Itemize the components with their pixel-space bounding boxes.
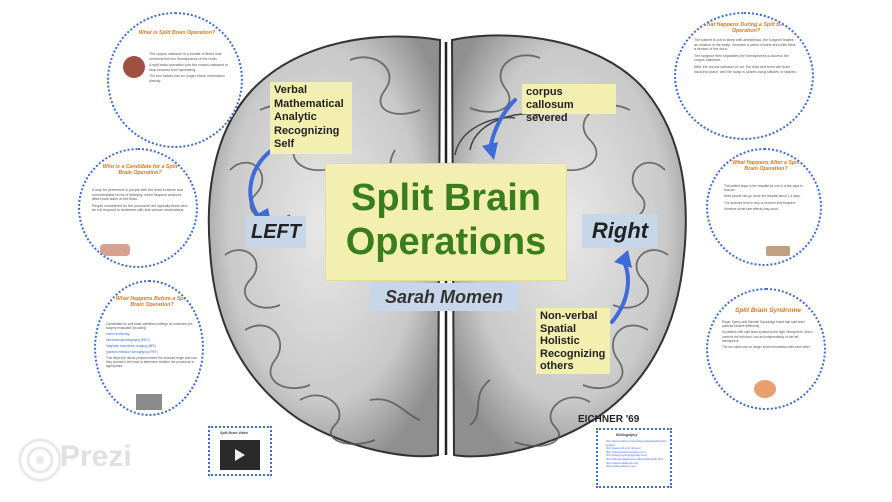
- title-line-1: Split Brain: [350, 177, 542, 219]
- circle-candidate[interactable]: Who is a Candidate for a Split Brain Ope…: [78, 148, 198, 268]
- right-label-text: Right: [591, 218, 649, 243]
- circle-text: In patients with split brain syndrome th…: [722, 330, 813, 343]
- video-title: Split Brain Video: [220, 431, 248, 435]
- artist-signature: EICHNER '69: [578, 414, 640, 425]
- left-label[interactable]: LEFT: [246, 216, 306, 248]
- circle-text: A split brain operation cuts the corpus …: [149, 63, 229, 72]
- circle-text: The patient stays in the hospital for on…: [724, 184, 803, 193]
- left-hemisphere-functions[interactable]: Verbal Mathematical Analytic Recognizing…: [270, 82, 352, 154]
- video-frame[interactable]: Split Brain Video: [208, 426, 272, 476]
- circle-text: video monitoring: [106, 332, 130, 336]
- corpus-callosum-line-1: corpus callosum: [526, 86, 574, 111]
- function-recognizing: Recognizing: [274, 124, 340, 137]
- function-spatial: Spatial: [540, 322, 577, 335]
- bibliography-entry[interactable]: http://www.nobelprize.org/: [606, 460, 639, 465]
- play-icon: [235, 449, 245, 461]
- circle-text: The corpus callosum is a bundle of fiber…: [149, 52, 222, 61]
- author-box[interactable]: Sarah Momen: [370, 283, 518, 311]
- circle-title: What Happens During a Split Brain Operat…: [702, 22, 790, 34]
- circle-after-operation[interactable]: What Happens After a Split Brain Operati…: [706, 148, 822, 266]
- circle-title: What Happens Before a Split Brain Operat…: [115, 296, 189, 308]
- circle-text: The patient is put to sleep with anesthe…: [694, 38, 796, 52]
- circle-title: Who is a Candidate for a Split Brain Ope…: [102, 164, 178, 176]
- circle-text: People considered for the procedure are …: [92, 203, 188, 213]
- circle-text: After the corpus callosum is cut, the du…: [694, 64, 797, 74]
- bibliography-frame[interactable]: Bibliography http://www.webmd.com/epilep…: [596, 428, 672, 488]
- circle-text: The seizures tend to stop or become less…: [724, 200, 796, 205]
- recovery-thumbnail: [766, 246, 790, 256]
- circle-text: magnetic resonance imaging (MRI): [106, 344, 156, 348]
- bibliography-entry[interactable]: http://www.epilepsy.com/: [606, 464, 637, 469]
- circle-text: The two halves can no longer share infor…: [149, 74, 225, 83]
- circle-text: electroencephalography (EEG): [106, 338, 150, 342]
- bibliography-title: Bibliography: [616, 433, 638, 437]
- bibliography-entry[interactable]: http://www.webmd.com/epilepsy/guide/spli…: [606, 439, 668, 447]
- function-mathematical: Mathematical: [274, 97, 344, 110]
- left-label-text: LEFT: [251, 221, 301, 243]
- function-self: Self: [274, 138, 295, 150]
- function-analytic: Analytic: [274, 111, 317, 123]
- circle-text: Roger Sperry and Michael Gazzaniga found…: [722, 320, 805, 329]
- corpus-callosum-label[interactable]: corpus callosum severed: [522, 84, 616, 124]
- prezi-watermark: Prezi: [60, 440, 132, 473]
- function-holistic: Holistic: [540, 335, 580, 347]
- right-label[interactable]: Right: [582, 214, 658, 248]
- circle-text: However some side effects may occur.: [724, 206, 779, 211]
- circle-text: The surgeon then separates the hemispher…: [694, 53, 789, 63]
- circle-title: Split Brain Syndrome: [734, 307, 802, 314]
- circle-title: What is Split Brain Operation?: [138, 30, 216, 36]
- circle-during-operation[interactable]: What Happens During a Split Brain Operat…: [674, 12, 814, 140]
- circle-what-is-split-brain[interactable]: What is Split Brain Operation? The corpu…: [107, 12, 243, 148]
- circle-text: positron emission tomography (PET): [106, 350, 158, 354]
- circle-before-operation[interactable]: What Happens Before a Split Brain Operat…: [94, 280, 204, 416]
- function-non-verbal: Non-verbal: [540, 310, 598, 322]
- prezi-logo-icon: [18, 438, 62, 482]
- corpus-callosum-line-2: severed: [526, 112, 568, 124]
- circle-text: It may be performed in people with the m…: [92, 188, 183, 202]
- video-thumbnail[interactable]: [220, 440, 260, 470]
- bibliography-entry[interactable]: http://faculty.washington.edu/chudler/sp…: [606, 456, 664, 461]
- title-box[interactable]: Split Brain Operations: [325, 163, 567, 281]
- function-recognizing-others: Recognizing: [540, 347, 606, 360]
- function-others: others: [540, 360, 574, 372]
- title-line-2: Operations: [345, 221, 547, 263]
- function-verbal: Verbal: [274, 84, 308, 96]
- bibliography-entry[interactable]: http://www.brainconnection.com/: [606, 449, 647, 454]
- circle-text: This helps the doctor pinpoint where the…: [106, 356, 197, 368]
- patient-thumbnail: [100, 244, 130, 256]
- syndrome-illustration: [754, 380, 776, 398]
- circle-split-brain-syndrome[interactable]: Split Brain Syndrome Roger Sperry and Mi…: [706, 288, 826, 410]
- brain-thumbnail: [123, 56, 145, 78]
- author-name: Sarah Momen: [384, 287, 504, 307]
- circle-text: Most people can go home the hospital abo…: [724, 194, 801, 199]
- circle-text: The two sides can no longer share inform…: [722, 345, 811, 350]
- bibliography-entry[interactable]: http://www.ncbi.nlm.nih.gov/: [606, 446, 641, 451]
- bibliography-entry[interactable]: http://www.psychologytoday.com/: [606, 453, 648, 458]
- circle-title: What Happens After a Split Brain Operati…: [732, 160, 800, 172]
- circle-text: Candidates for split brain operation und…: [106, 322, 194, 330]
- scan-thumbnail: [136, 394, 162, 410]
- right-hemisphere-functions[interactable]: Non-verbal Spatial Holistic Recognizing …: [536, 308, 610, 374]
